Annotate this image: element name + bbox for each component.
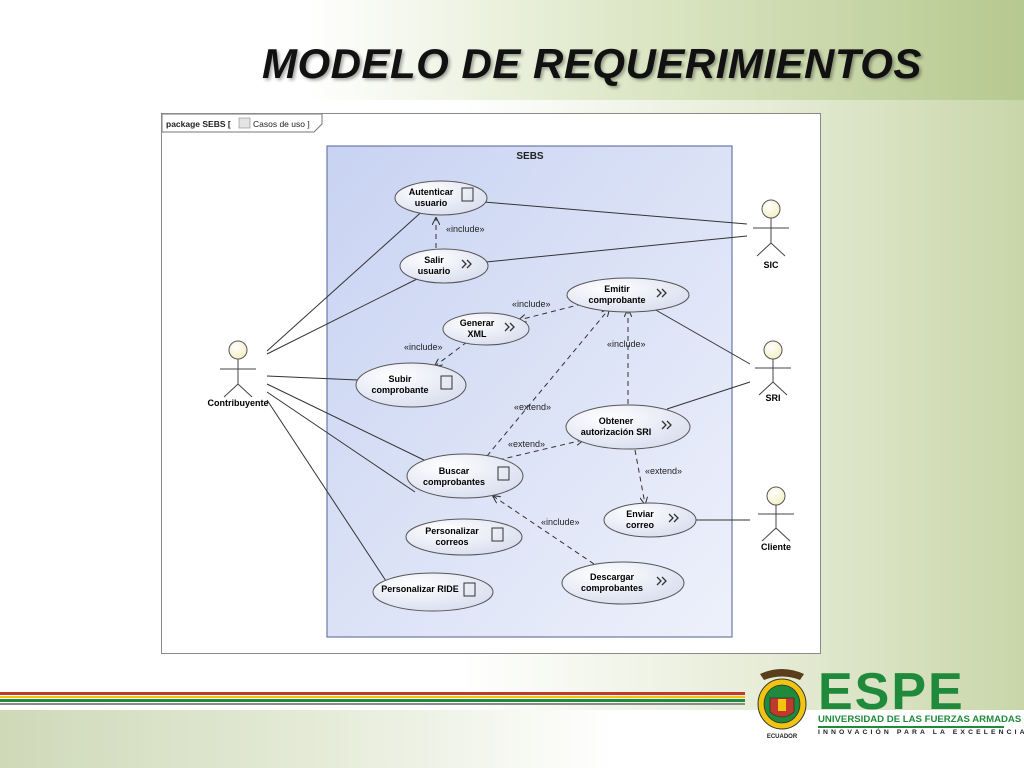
use-case-personalizar-ride[interactable]: Personalizar RIDE bbox=[372, 572, 494, 612]
university-name: UNIVERSIDAD DE LAS FUERZAS ARMADAS bbox=[818, 714, 1021, 728]
use-case-salir[interactable]: Salir usuario bbox=[399, 248, 489, 284]
use-case-autenticar[interactable]: Autenticar usuario bbox=[394, 180, 488, 216]
svg-text:Obtener: Obtener bbox=[599, 416, 634, 426]
package-tab: package SEBS [ Casos de uso ] bbox=[161, 113, 323, 133]
svg-text:comprobantes: comprobantes bbox=[423, 477, 485, 487]
svg-text:correo: correo bbox=[626, 520, 655, 530]
actor-name: Cliente bbox=[761, 542, 791, 552]
svg-text:Enviar: Enviar bbox=[626, 509, 654, 519]
stereotype-label: «include» bbox=[446, 224, 485, 234]
stereotype-label: «include» bbox=[541, 517, 580, 527]
footer-stripes bbox=[0, 692, 745, 708]
espe-logo: ECUADOR ESPE UNIVERSIDAD DE LAS FUERZAS … bbox=[750, 663, 1024, 764]
chevron-icon bbox=[504, 322, 515, 332]
actor-name: Contribuyente bbox=[207, 398, 268, 408]
actor-name: SRI bbox=[765, 393, 780, 403]
stereotype-label: «include» bbox=[404, 342, 443, 352]
use-case-obtener[interactable]: Obtener autorización SRI bbox=[565, 404, 691, 450]
green-stripe bbox=[0, 699, 745, 702]
espe-wordmark: ESPE bbox=[818, 663, 965, 721]
actor-cliente[interactable]: Cliente bbox=[758, 486, 794, 552]
actor-sri[interactable]: SRI bbox=[755, 340, 791, 403]
header-band bbox=[0, 0, 1024, 100]
chevron-icon bbox=[461, 259, 472, 269]
svg-text:XML: XML bbox=[468, 329, 488, 339]
svg-text:usuario: usuario bbox=[418, 266, 451, 276]
gear-icon bbox=[440, 375, 453, 390]
package-label-suffix: Casos de uso ] bbox=[253, 119, 310, 129]
gear-icon bbox=[491, 527, 504, 542]
yellow-stripe bbox=[0, 696, 745, 698]
system-name: SEBS bbox=[516, 151, 544, 162]
chevron-icon bbox=[661, 420, 672, 430]
use-case-emitir[interactable]: Emitir comprobante bbox=[566, 277, 690, 313]
seal-text: ECUADOR bbox=[767, 734, 798, 740]
svg-text:Descargar: Descargar bbox=[590, 572, 635, 582]
svg-text:comprobante: comprobante bbox=[588, 295, 645, 305]
svg-text:Subir: Subir bbox=[388, 374, 411, 384]
svg-text:comprobante: comprobante bbox=[371, 385, 428, 395]
use-case-enviar[interactable]: Enviar correo bbox=[603, 502, 697, 538]
actor-name: SIC bbox=[763, 260, 779, 270]
gear-icon bbox=[497, 466, 510, 481]
use-case-buscar[interactable]: Buscar comprobantes bbox=[406, 453, 524, 499]
use-case-descargar[interactable]: Descargar comprobantes bbox=[561, 561, 685, 605]
university-seal: ECUADOR bbox=[757, 669, 807, 740]
associations bbox=[266, 201, 751, 585]
use-case-personalizar-correos[interactable]: Personalizar correos bbox=[405, 518, 523, 556]
chevron-icon bbox=[668, 513, 679, 523]
stereotype-label: «extend» bbox=[508, 439, 545, 449]
footer-band bbox=[0, 710, 1024, 768]
slide-title: MODELO DE REQUERIMIENTOS bbox=[262, 40, 922, 87]
gray-stripe bbox=[0, 703, 745, 705]
condor-icon bbox=[760, 669, 804, 680]
svg-text:Salir: Salir bbox=[424, 255, 444, 265]
stereotype-label: «extend» bbox=[514, 402, 551, 412]
use-case-diagram-icon bbox=[238, 117, 251, 129]
red-stripe bbox=[0, 692, 745, 695]
svg-text:Generar: Generar bbox=[460, 318, 495, 328]
use-case-diagram: package SEBS [ Casos de uso ] SEBS «incl… bbox=[161, 113, 821, 654]
actor-contribuyente[interactable]: Contribuyente bbox=[207, 340, 269, 408]
svg-text:Personalizar: Personalizar bbox=[425, 526, 479, 536]
dependencies bbox=[435, 218, 645, 565]
chevron-icon bbox=[656, 576, 667, 586]
package-label: package SEBS [ bbox=[166, 119, 231, 129]
use-case-subir[interactable]: Subir comprobante bbox=[355, 362, 467, 408]
svg-text:Autenticar: Autenticar bbox=[409, 187, 454, 197]
stereotype-label: «include» bbox=[607, 339, 646, 349]
svg-text:correos: correos bbox=[435, 537, 468, 547]
gear-icon bbox=[463, 582, 476, 597]
stereotype-label: «include» bbox=[512, 299, 551, 309]
svg-text:autorización SRI: autorización SRI bbox=[581, 427, 652, 437]
svg-text:comprobantes: comprobantes bbox=[581, 583, 643, 593]
actor-sic[interactable]: SIC bbox=[753, 199, 789, 270]
university-motto: INNOVACIÓN PARA LA EXCELENCIA bbox=[818, 729, 1024, 736]
stereotype-label: «extend» bbox=[645, 466, 682, 476]
svg-text:usuario: usuario bbox=[415, 198, 448, 208]
svg-text:Emitir: Emitir bbox=[604, 284, 630, 294]
svg-text:Personalizar RIDE: Personalizar RIDE bbox=[381, 584, 459, 594]
use-case-generar[interactable]: Generar XML bbox=[442, 312, 530, 346]
chevron-icon bbox=[656, 288, 667, 298]
diagram-canvas: package SEBS [ Casos de uso ] SEBS «incl… bbox=[161, 113, 794, 638]
gear-icon bbox=[461, 187, 474, 202]
svg-text:Buscar: Buscar bbox=[439, 466, 470, 476]
